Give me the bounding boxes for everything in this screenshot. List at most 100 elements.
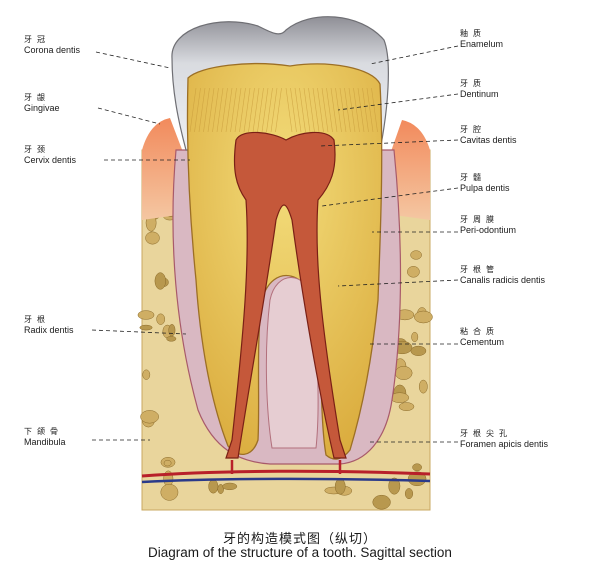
tubule-line (198, 87, 206, 133)
tubule-line (308, 87, 315, 133)
tubule-line (317, 87, 324, 133)
bone-pore (142, 369, 151, 380)
label-la: Enamelum (460, 39, 504, 49)
label-zh: 牙龈 (24, 93, 50, 102)
label-la: Cervix dentis (24, 155, 77, 165)
vessel-red (141, 469, 431, 478)
bone-pore (163, 459, 172, 467)
label-la: Radix dentis (24, 325, 74, 335)
inter-radicular-bone (265, 277, 319, 449)
label-cavitas-dentis: 牙腔 Cavitas dentis (460, 124, 517, 146)
tubule-line (221, 87, 228, 133)
bone-pore (412, 463, 422, 472)
label-zh: 牙腔 (460, 125, 486, 134)
tubule-line (299, 87, 306, 133)
tubule-line (344, 87, 351, 133)
label-radix-dentis: 牙根 Radix dentis (24, 314, 74, 336)
bone-pore (168, 324, 176, 337)
label-la: Mandibula (24, 437, 66, 447)
bone-pore (222, 482, 238, 491)
bone-pore (410, 345, 427, 356)
tubule-line (243, 87, 251, 133)
label-zh: 下颌骨 (24, 427, 63, 436)
leader-lines (91, 45, 459, 443)
tubule-line (353, 87, 360, 133)
bone-pore (410, 250, 422, 260)
bone-pore (137, 310, 155, 320)
bone-pore (394, 366, 413, 380)
label-la: Cavitas dentis (460, 135, 517, 145)
tubule-line (294, 87, 302, 133)
label-mandibula: 下颌骨 Mandibula (24, 426, 66, 448)
bone-pore (154, 272, 166, 290)
tubule-line (203, 87, 210, 133)
vessel-blue (141, 477, 431, 484)
label-zh: 牙质 (460, 79, 486, 88)
bone-pore (411, 331, 419, 343)
label-cementum: 粘合质 Cementum (460, 326, 504, 348)
gingiva-right (388, 120, 430, 220)
label-dentinum: 牙质 Dentinum (460, 78, 499, 100)
tubule-line (303, 87, 311, 133)
label-la: Pulpa dentis (460, 183, 510, 193)
bone-pore (208, 479, 219, 494)
tubule-line (212, 87, 219, 133)
tubule-line (194, 87, 201, 133)
tubule-line (357, 87, 365, 133)
tubule-line (252, 87, 260, 133)
label-zh: 牙周膜 (460, 215, 499, 224)
label-corona-dentis: 牙冠 Corona dentis (24, 34, 80, 56)
bone-pore (140, 410, 159, 424)
tubule-line (275, 87, 282, 133)
label-zh: 牙颈 (24, 145, 50, 154)
label-zh: 牙髓 (460, 173, 486, 182)
label-zh: 牙根管 (460, 265, 499, 274)
label-peri-odontium: 牙周膜 Peri-odontium (460, 214, 516, 236)
caption-english: Diagram of the structure of a tooth. Sag… (148, 545, 452, 560)
pulp-cavity (225, 131, 347, 459)
bone-pore (398, 402, 415, 411)
label-foramen-apicis-dentis: 牙根尖孔 Foramen apicis dentis (460, 428, 548, 450)
tubule-line (362, 87, 369, 133)
bone-pore (160, 483, 179, 501)
tubule-line (371, 87, 378, 133)
bone-pore (418, 379, 428, 394)
tubule-line (290, 87, 297, 133)
tubule-line (270, 87, 278, 133)
tubule-line (248, 87, 255, 133)
label-la: Dentinum (460, 89, 499, 99)
label-la: Gingivae (24, 103, 60, 113)
label-cervix-dentis: 牙颈 Cervix dentis (24, 144, 76, 166)
label-la: Cementum (460, 337, 505, 347)
dentinal-tubules (189, 87, 378, 133)
bone-pore (414, 310, 433, 324)
label-zh: 牙根 (24, 315, 50, 324)
bone-pore (372, 494, 391, 510)
label-gingivae: 牙龈 Gingivae (24, 92, 60, 114)
label-zh: 牙冠 (24, 35, 50, 44)
label-zh: 牙根尖孔 (460, 429, 512, 438)
tubule-line (348, 87, 356, 133)
label-canalis-radicis-dentis: 牙根管 Canalis radicis dentis (460, 264, 545, 286)
label-zh: 釉质 (460, 29, 486, 38)
tubule-line (366, 87, 374, 133)
tubule-line (207, 87, 215, 133)
label-la: Corona dentis (24, 45, 81, 55)
caption-chinese: 牙的构造模式图（纵切） (222, 532, 377, 547)
label-la: Foramen apicis dentis (460, 439, 549, 449)
tubule-line (216, 87, 224, 133)
bone-pore (156, 313, 166, 325)
bone-pore (407, 471, 427, 487)
tubule-line (266, 87, 273, 133)
label-pulpa-dentis: 牙髓 Pulpa dentis (460, 172, 510, 194)
label-enamelum: 釉质 Enamelum (460, 28, 503, 50)
tubule-line (234, 87, 242, 133)
bone-pore (404, 488, 414, 500)
tubule-line (330, 87, 338, 133)
tubule-line (189, 87, 197, 133)
tubule-line (312, 87, 320, 133)
tubule-line (239, 87, 246, 133)
tubule-line (257, 87, 264, 133)
label-la: Canalis radicis dentis (460, 275, 546, 285)
